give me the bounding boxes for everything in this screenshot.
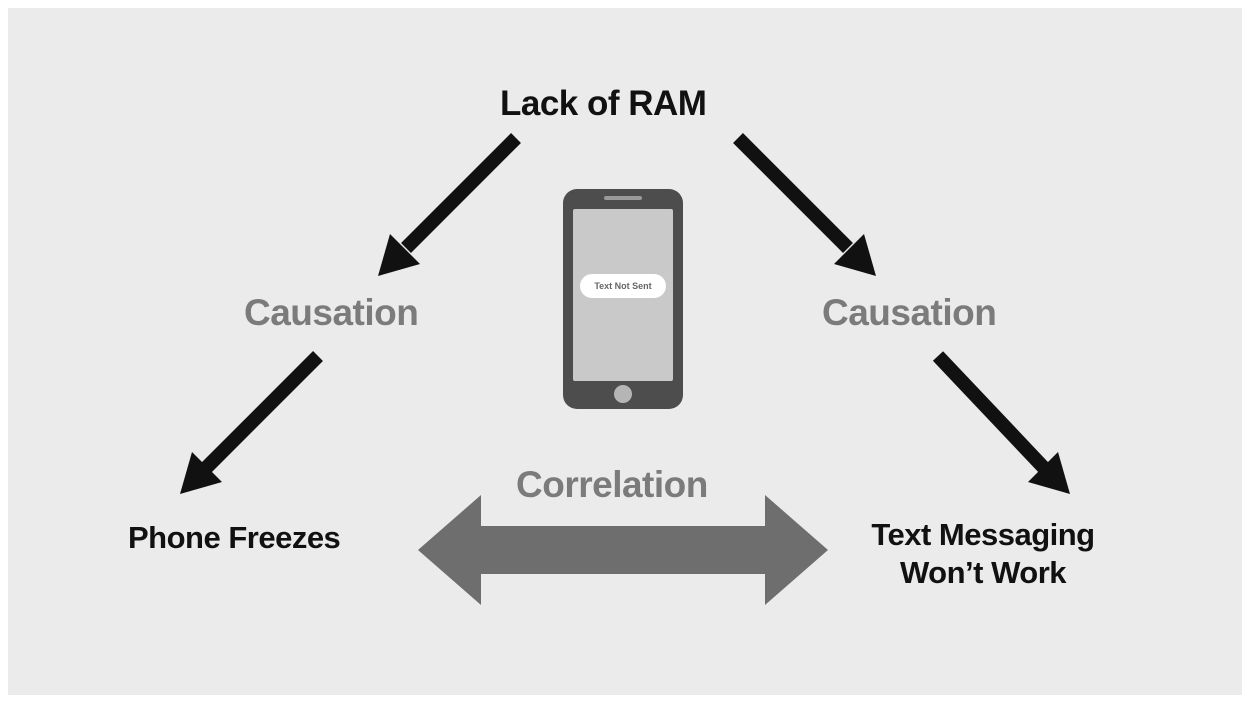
- arrow-bottom-right: [932, 351, 1070, 494]
- node-text-messaging: Text Messaging Won’t Work: [838, 516, 1128, 592]
- causation-label-right: Causation: [822, 292, 997, 333]
- phone-icon: Text Not Sent: [563, 189, 683, 409]
- arrow-bottom-left: [180, 351, 323, 494]
- arrow-top-left: [378, 133, 521, 276]
- correlation-label: Correlation: [516, 464, 708, 505]
- phone-screen: Text Not Sent: [573, 209, 673, 381]
- arrows-layer: [180, 133, 1070, 605]
- phone-home-button: [614, 385, 632, 403]
- node-lack-of-ram: Lack of RAM: [500, 84, 707, 123]
- diagram-canvas: Lack of RAM Causation Causation Correlat…: [8, 8, 1242, 695]
- text-not-sent-bubble: Text Not Sent: [580, 274, 666, 298]
- phone-speaker: [604, 196, 642, 200]
- node-phone-freezes: Phone Freezes: [128, 520, 341, 555]
- arrow-top-right: [733, 133, 876, 276]
- causation-label-left: Causation: [244, 292, 419, 333]
- correlation-double-arrow: [418, 495, 828, 605]
- node-text-messaging-line1: Text Messaging: [871, 517, 1095, 552]
- node-text-messaging-line2: Won’t Work: [899, 555, 1067, 590]
